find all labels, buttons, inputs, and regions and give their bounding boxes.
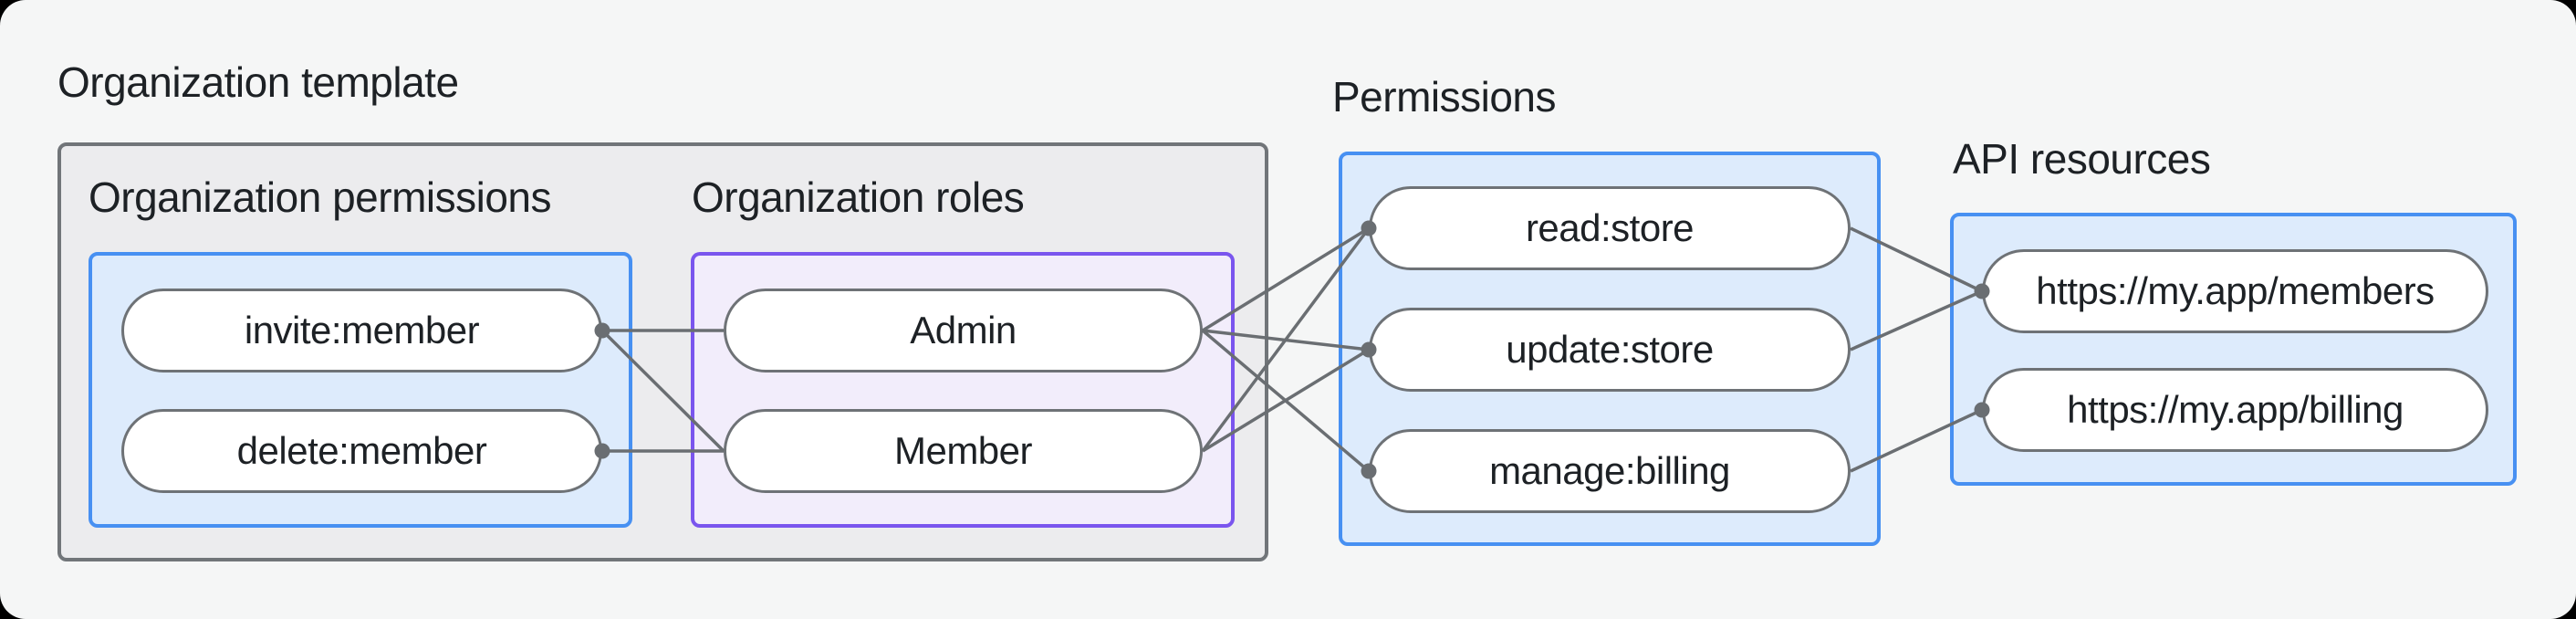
organization-permissions-label: Organization permissions (89, 173, 552, 221)
node-member: Member (724, 409, 1203, 493)
node-url-billing: https://my.app/billing (1982, 368, 2488, 452)
node-admin: Admin (724, 289, 1203, 372)
node-update-store: update:store (1369, 308, 1851, 392)
node-delete-member: delete:member (121, 409, 602, 493)
node-manage-billing: manage:billing (1369, 429, 1851, 513)
api-resources-title: API resources (1953, 135, 2211, 183)
node-url-members: https://my.app/members (1982, 249, 2488, 333)
organization-template-title: Organization template (57, 58, 459, 106)
node-read-store: read:store (1369, 186, 1851, 270)
organization-roles-label: Organization roles (692, 173, 1025, 221)
node-invite-member: invite:member (121, 289, 602, 372)
permissions-title: Permissions (1332, 73, 1557, 121)
